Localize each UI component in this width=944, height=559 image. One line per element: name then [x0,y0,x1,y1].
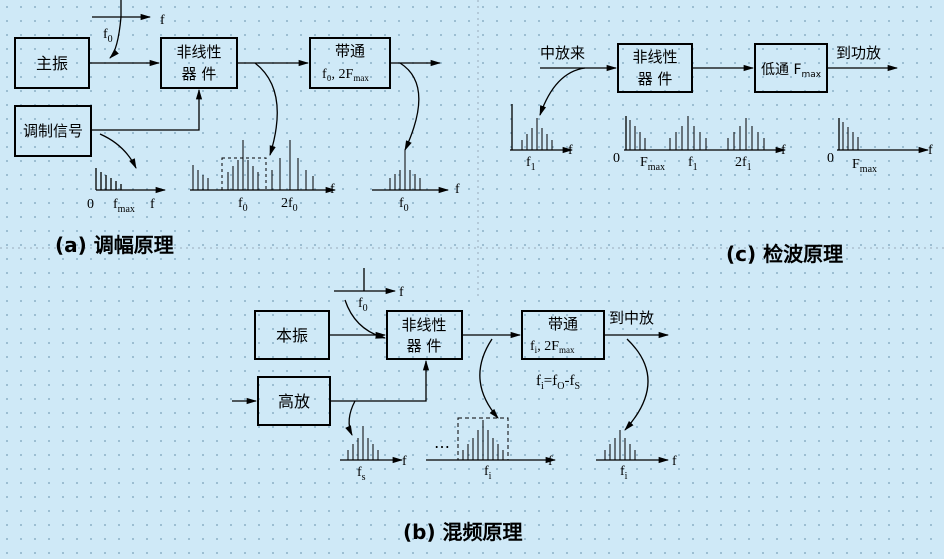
panel-b-out-f: f [672,454,677,469]
panel-a-signal-box [14,105,92,157]
panel-a-mid-lines [192,140,314,190]
panel-a-sig-zero: 0 [87,197,94,212]
panel-b-rf-f: f [402,454,407,469]
panel-b-mid-f: f [548,454,553,469]
panel-b-out-lines [604,430,636,460]
panel-c-in-lines [521,118,553,150]
panel-a-bandpass-label-1: 带通 [335,42,365,60]
panel-a-oscillator-label: 主振 [36,54,68,73]
panel-c-mid-lines [629,116,765,150]
panel-a [14,0,450,194]
panel-a-bandpass-label-2: f₀, 2Fmax [322,67,369,83]
panel-b-nl-arrow [479,338,499,419]
panel-a-nonlinear-label-2: 器 件 [182,65,217,83]
panel-c-out-fmax: Fmax [852,157,877,175]
panel-b-mid-lines [462,420,504,460]
panel-a-mid-f: f [330,182,335,197]
panel-c [510,43,930,154]
panel-c-nonlinear-label-2: 器 件 [638,70,673,88]
panel-c-mid-f1: f1 [688,155,698,173]
panel-a-out-f: f [455,182,460,197]
panel-a-out-f0: f0 [399,196,409,214]
panel-b-caption: (b) 混频原理 [403,520,523,544]
panel-c-mid-fmax: Fmax [640,155,665,173]
panel-c-lowpass-label: 低通 Fmax [761,62,822,80]
panel-a-sig-lines [100,172,122,190]
panel-a-mid-dashed-box [221,157,267,191]
panel-b-nonlinear-label-2: 器 件 [407,337,442,355]
panel-a-mid-2f0: 2f0 [281,196,298,214]
panel-b-bandpass-label-1: 带通 [548,315,578,333]
panel-a-caption: (a) 调幅原理 [55,233,174,257]
panel-b-rf-fs: fs [357,465,366,483]
panel-c-output-label: 到功放 [836,44,881,62]
panel-a-nonlinear-label-1: 非线性 [176,43,221,61]
panel-b-rf-arrow [345,400,356,436]
panel-b-rf-label: 高放 [278,392,310,411]
panel-b [232,268,670,464]
panel-a-sig-f: f [150,197,155,212]
panel-b-top-f: f [399,285,404,300]
panel-c-in-fi: f1 [526,155,536,173]
panel-b-formula: fi=fO-fS [536,373,580,392]
panel-b-out-fi: fi [620,464,628,482]
panel-b-mid-fi: fi [484,464,492,482]
panel-b-mid-dashed-box [457,417,509,461]
panel-c-in-f: f [568,143,573,158]
panel-a-texts: f f0 主振 非线性 器 件 带通 f₀, 2Fmax 调制信号 0 fmax… [23,13,460,257]
panel-c-caption: (c) 检波原理 [726,242,843,266]
panel-b-top-f0: f0 [358,296,368,314]
panel-b-bp-arrow [624,338,649,431]
panel-c-out-f: f [928,143,933,158]
panel-a-top-f: f [160,13,165,28]
panel-c-texts: 中放来 非线性 器 件 低通 Fmax 到功放 f1 f 0 Fmax f1 2… [526,44,933,266]
panel-b-bandpass-label-2: fi, 2Fmax [530,339,575,355]
panel-a-signal-arrow [99,133,137,169]
panel-b-link-rf-nl [330,359,430,402]
panel-b-texts: f f0 本振 高放 非线性 器 件 带通 fi, 2Fmax 到中放 fi=f… [276,285,677,544]
panel-c-nonlinear-label-1: 非线性 [632,48,677,66]
panel-a-nl-arrow [254,62,278,156]
panel-a-out-lines [389,150,421,190]
panel-c-out-lines [842,122,859,150]
panel-c-in-arrow [539,67,586,116]
panel-c-mid-2f1: 2f1 [735,155,752,173]
panel-c-mid-f: f [781,143,786,158]
panel-c-input-label: 中放来 [540,44,585,62]
panel-a-top-arrow [109,16,122,59]
panel-b-local-label: 本振 [276,326,308,345]
panel-a-signal-label: 调制信号 [23,122,83,140]
panel-b-nonlinear-label-1: 非线性 [401,316,446,334]
panel-a-mid-f0: f0 [238,196,248,214]
panel-a-sig-fmax: fmax [113,197,135,215]
panel-b-output-label: 到中放 [609,309,654,327]
panel-c-mid-zero: 0 [613,151,620,166]
panel-c-out-zero: 0 [827,151,834,166]
panel-b-rf-lines [347,426,379,460]
panel-a-link-signal-nl [91,88,203,131]
panel-a-bp-arrow [399,62,420,151]
panel-a-top-f0: f0 [103,27,113,45]
panel-b-mid-ellipsis: … [434,433,450,452]
